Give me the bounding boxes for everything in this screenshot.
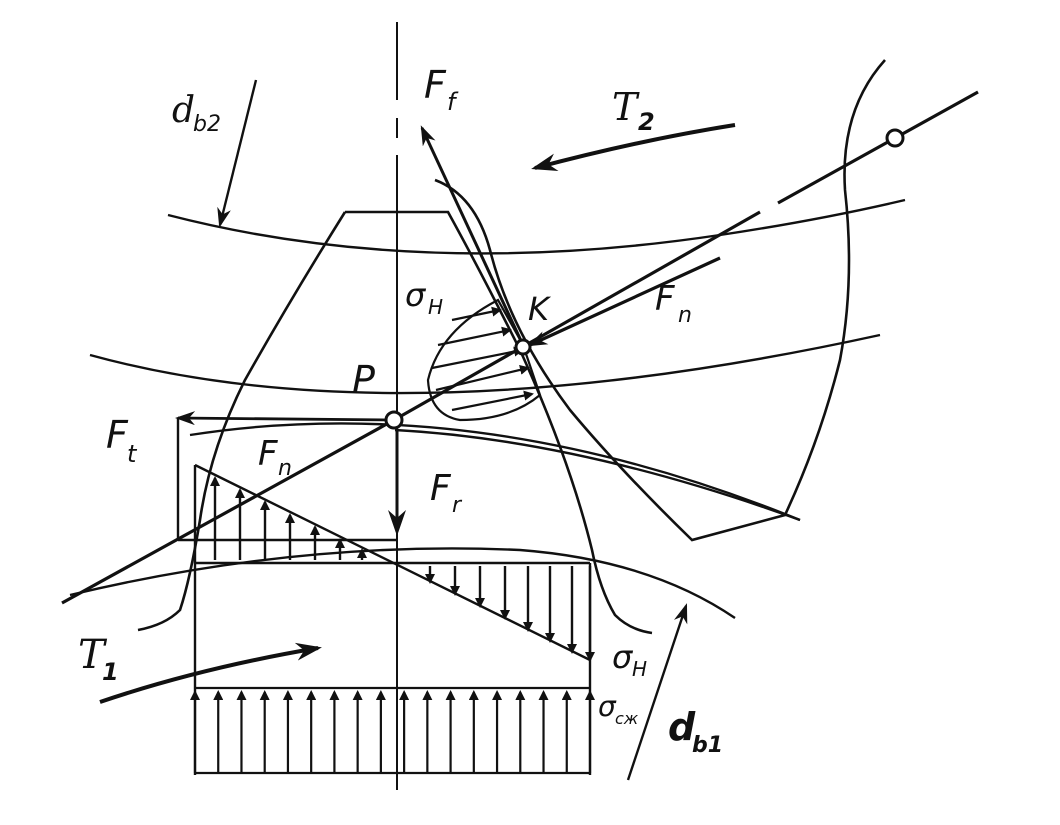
- label-fn-right: F n: [655, 279, 692, 328]
- bending-compression-arrows: [425, 566, 595, 662]
- label-ff-sub: f: [447, 88, 459, 116]
- label-fr: F r: [430, 468, 463, 518]
- db2-pointer-arrow: [217, 79, 258, 228]
- label-db1-main: d: [668, 705, 696, 749]
- label-fr-main: F: [430, 468, 452, 509]
- upper-circle-arc: [89, 333, 881, 395]
- label-db1-sub: b1: [692, 733, 723, 758]
- label-db2-sub: b2: [193, 112, 221, 137]
- t1-torque-arrow: [99, 642, 322, 704]
- ff-force-arrow: [420, 125, 525, 346]
- gear2-tooth: [434, 59, 886, 542]
- label-sigma-h-top: σ H: [405, 276, 443, 319]
- label-fn-left: F n: [258, 434, 292, 481]
- ft-force-arrow: [175, 411, 395, 426]
- label-ff-main: F: [424, 63, 447, 107]
- label-fn-left-main: F: [258, 434, 278, 474]
- db1-pointer-arrow: [626, 603, 688, 781]
- base-circle-db1-arc: [69, 547, 736, 619]
- gear1-tooth: [137, 210, 653, 635]
- base-circle-db2-arc: [167, 198, 906, 255]
- label-db2: d b2: [172, 90, 221, 137]
- label-sigma-h-top-main: σ: [405, 276, 427, 314]
- point-p-marker: [384, 410, 404, 430]
- lower-circle-arc-gear2: [394, 428, 801, 522]
- label-sigma-cz: σ сж: [598, 690, 639, 728]
- label-sigma-h-bottom: σ H: [612, 638, 647, 681]
- label-db1: d b1: [668, 705, 723, 758]
- label-sigma-h-bottom-main: σ: [612, 638, 634, 676]
- label-t2-main: T: [612, 85, 640, 129]
- label-k: K: [528, 290, 552, 328]
- bending-stress-diagram: [193, 463, 595, 775]
- label-t2: T 2: [612, 85, 655, 136]
- t2-torque-arrow: [531, 123, 736, 172]
- fn-force-arrow: [527, 256, 721, 347]
- label-fn-left-sub: n: [278, 456, 292, 481]
- label-fn-right-sub: n: [678, 303, 692, 328]
- label-fn-right-main: F: [655, 279, 675, 319]
- label-ff: F f: [424, 63, 459, 116]
- label-ft-main: F: [106, 413, 129, 457]
- label-t2-sub: 2: [638, 108, 655, 136]
- compression-stress-diagram: [190, 686, 595, 775]
- label-sigma-cz-sub: сж: [615, 709, 639, 728]
- label-sigma-h-top-sub: H: [428, 295, 443, 319]
- point-k-marker: [514, 338, 532, 356]
- label-ft-sub: t: [127, 440, 138, 468]
- label-t1: T 1: [78, 632, 119, 686]
- label-sigma-h-bottom-sub: H: [632, 657, 647, 681]
- label-sigma-cz-main: σ: [598, 690, 617, 723]
- bending-tension-arrows: [210, 476, 367, 560]
- contact-stress-distribution: [426, 298, 542, 422]
- label-t1-sub: 1: [102, 658, 119, 686]
- label-t1-main: T: [78, 632, 108, 678]
- gear2-center-marker: [885, 128, 905, 148]
- label-p: P: [352, 358, 375, 402]
- label-ft: F t: [106, 413, 138, 468]
- label-db2-main: d: [172, 90, 195, 131]
- middle-circle-arc: [189, 422, 801, 522]
- label-fr-sub: r: [452, 493, 463, 518]
